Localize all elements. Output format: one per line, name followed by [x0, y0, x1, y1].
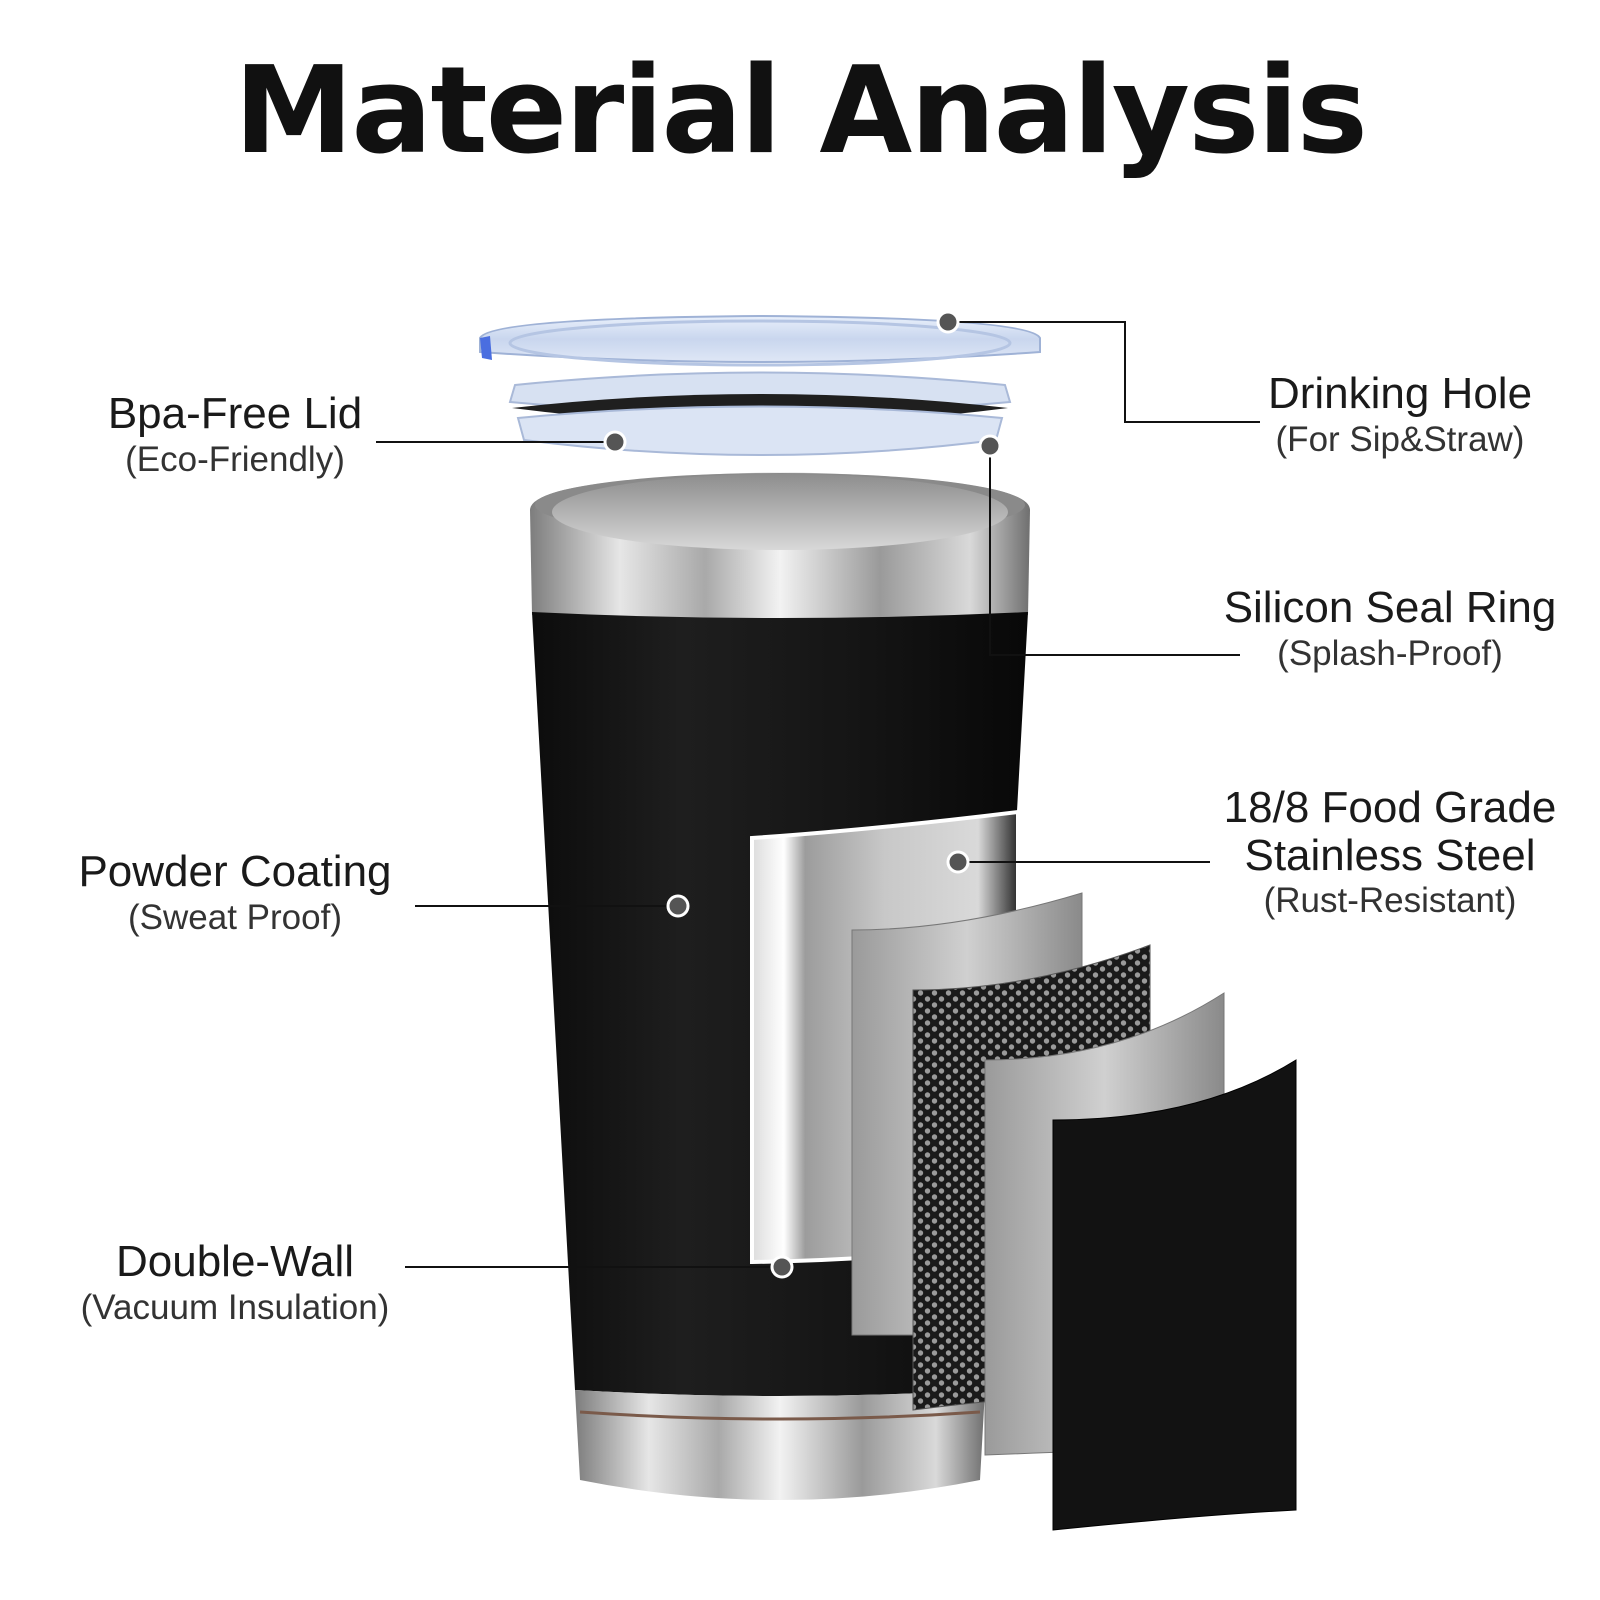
callout-subtitle: (Sweat Proof) — [128, 897, 342, 937]
double-wall-dot — [770, 1255, 794, 1279]
callout-drinking-hole: Drinking Hole (For Sip&Straw) — [1255, 370, 1545, 461]
callout-silicon-seal-ring: Silicon Seal Ring (Splash-Proof) — [1205, 584, 1575, 675]
lid — [479, 314, 1041, 456]
powder-coating-dot — [666, 894, 690, 918]
callout-subtitle: (Vacuum Insulation) — [80, 1287, 390, 1327]
callout-subtitle: (Eco-Friendly) — [125, 439, 345, 479]
callout-title: Silicon Seal Ring — [1223, 583, 1557, 632]
callout-subtitle: (For Sip&Straw) — [1275, 419, 1525, 459]
lid-dot — [603, 430, 627, 454]
callout-title-line2: Stainless Steel — [1244, 830, 1536, 880]
drinking-hole-dot — [936, 310, 960, 334]
callout-dots — [603, 310, 1002, 1279]
leader-lines — [376, 321, 1260, 1268]
stainless-steel-dot — [946, 850, 970, 874]
callout-title: Drinking Hole — [1267, 369, 1533, 418]
callout-bpa-free-lid: Bpa-Free Lid (Eco-Friendly) — [90, 390, 380, 481]
callout-title: Powder Coating — [78, 847, 392, 896]
callout-powder-coating: Powder Coating (Sweat Proof) — [60, 848, 410, 939]
callout-title-line1: 18/8 Food Grade — [1223, 783, 1557, 832]
exploded-layers — [851, 892, 1297, 1531]
callout-stainless-steel: 18/8 Food Grade Stainless Steel (Rust-Re… — [1205, 784, 1575, 923]
callout-double-wall: Double-Wall (Vacuum Insulation) — [55, 1238, 415, 1329]
callout-title: Double-Wall — [115, 1237, 354, 1286]
callout-subtitle: (Splash-Proof) — [1277, 633, 1503, 673]
callout-subtitle: (Rust-Resistant) — [1263, 881, 1517, 921]
seal-ring-dot — [978, 434, 1002, 458]
callout-title: Bpa-Free Lid — [107, 389, 363, 438]
page-title: Material Analysis — [234, 42, 1368, 181]
